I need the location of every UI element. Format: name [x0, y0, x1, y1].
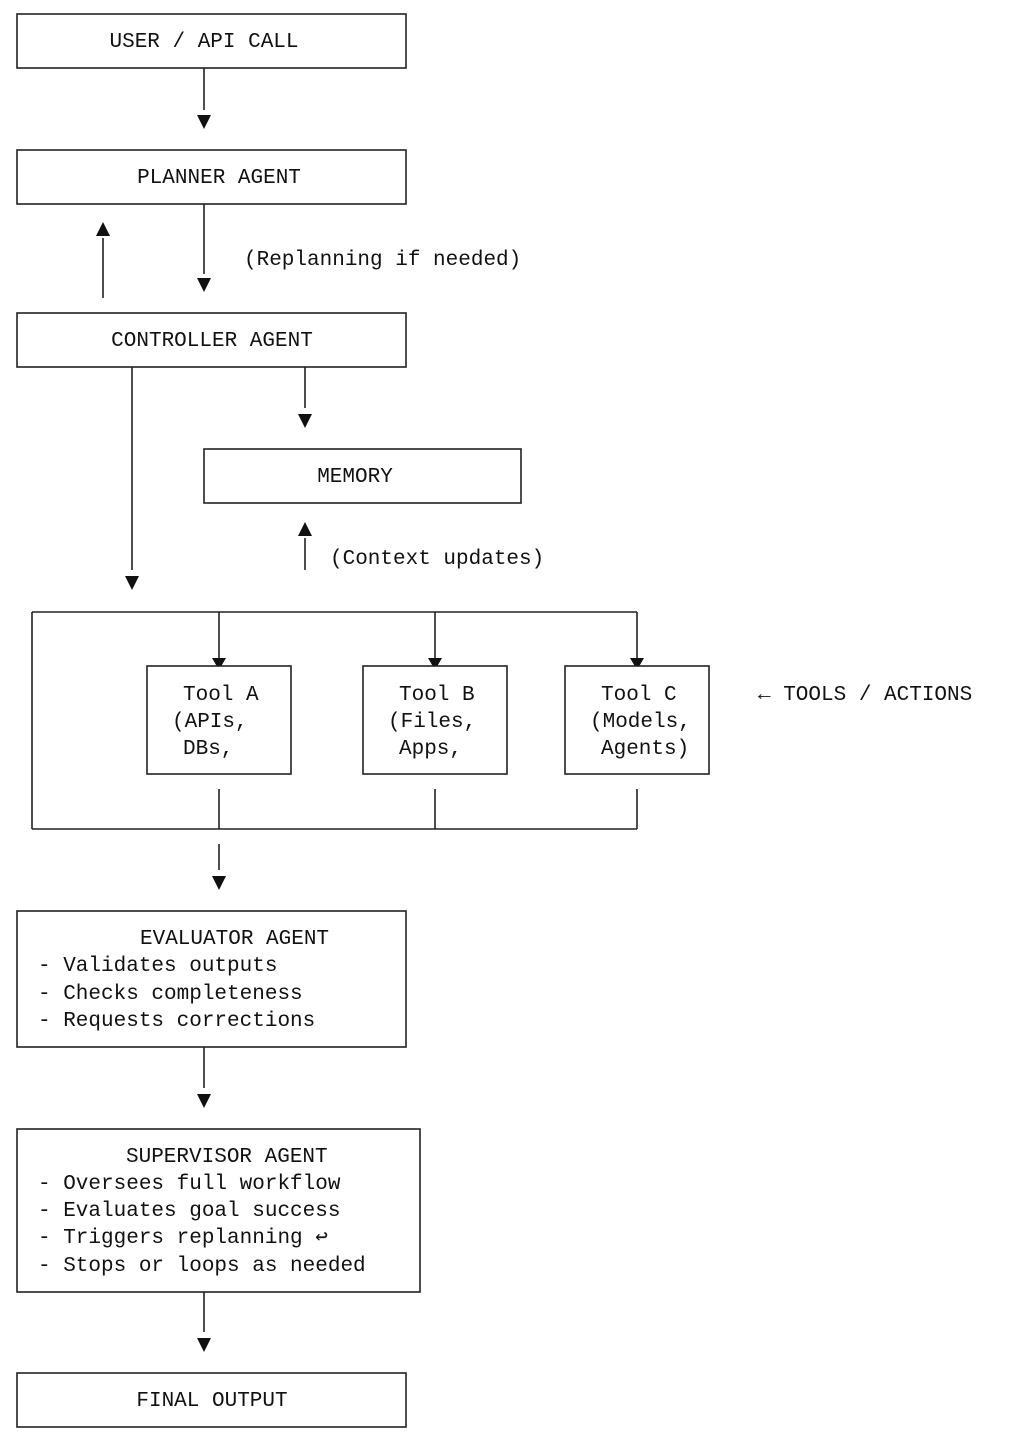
context-updates-annotation: (Context updates) — [330, 548, 544, 571]
arrow-tools-to-evaluator — [212, 844, 226, 890]
tool-c-title: Tool C — [601, 684, 677, 707]
arrow-controller-to-tools — [125, 367, 139, 590]
tool-c-line-2: (Models, — [590, 711, 691, 734]
memory-node: MEMORY — [203, 448, 522, 504]
planner-agent-label: PLANNER AGENT — [137, 167, 301, 190]
replanning-annotation: (Replanning if needed) — [244, 249, 521, 272]
evaluator-item-checks: - Checks completeness — [38, 983, 303, 1006]
tool-b-line-3: Apps, — [399, 738, 462, 761]
supervisor-item-stops: - Stops or loops as needed — [38, 1255, 366, 1278]
tools-container — [31, 611, 644, 830]
arrow-evaluator-to-supervisor — [197, 1047, 211, 1108]
tool-a-node: Tool A (APIs, DBs, — [146, 665, 292, 775]
user-api-call-label: USER / API CALL — [109, 31, 298, 54]
evaluator-agent-node: EVALUATOR AGENT - Validates outputs - Ch… — [16, 910, 407, 1048]
tool-a-title: Tool A — [183, 684, 259, 707]
tool-b-line-2: (Files, — [388, 711, 476, 734]
supervisor-item-evaluates: - Evaluates goal success — [38, 1200, 340, 1223]
supervisor-item-oversees: - Oversees full workflow — [38, 1173, 341, 1196]
tool-c-node: Tool C (Models, Agents) — [564, 665, 710, 775]
tool-c-line-3: Agents) — [601, 738, 689, 761]
controller-agent-node: CONTROLLER AGENT — [16, 312, 407, 368]
tools-actions-annotation: ← TOOLS / ACTIONS — [758, 684, 972, 707]
arrow-planner-to-controller — [197, 204, 211, 292]
tool-a-line-3: DBs, — [183, 738, 233, 761]
supervisor-agent-title: SUPERVISOR AGENT — [126, 1146, 328, 1169]
tool-b-node: Tool B (Files, Apps, — [362, 665, 508, 775]
evaluator-item-requests: - Requests corrections — [38, 1010, 315, 1033]
arrow-context-updates — [298, 522, 312, 570]
supervisor-item-triggers: - Triggers replanning ↩ — [38, 1227, 328, 1250]
final-output-node: FINAL OUTPUT — [16, 1372, 407, 1428]
evaluator-agent-title: EVALUATOR AGENT — [140, 928, 329, 951]
final-output-label: FINAL OUTPUT — [136, 1390, 287, 1413]
planner-agent-node: PLANNER AGENT — [16, 149, 407, 205]
user-api-call-node: USER / API CALL — [16, 13, 407, 69]
arrow-controller-to-memory — [298, 367, 312, 428]
memory-label: MEMORY — [317, 466, 393, 489]
tool-b-title: Tool B — [399, 684, 475, 707]
supervisor-agent-node: SUPERVISOR AGENT - Oversees full workflo… — [16, 1128, 421, 1293]
evaluator-item-validates: - Validates outputs — [38, 955, 277, 978]
arrow-user-to-planner — [197, 68, 211, 129]
controller-agent-label: CONTROLLER AGENT — [111, 330, 313, 353]
arrow-replanning-feedback — [96, 222, 110, 298]
arrow-supervisor-to-final — [197, 1292, 211, 1352]
tool-a-line-2: (APIs, — [172, 711, 248, 734]
